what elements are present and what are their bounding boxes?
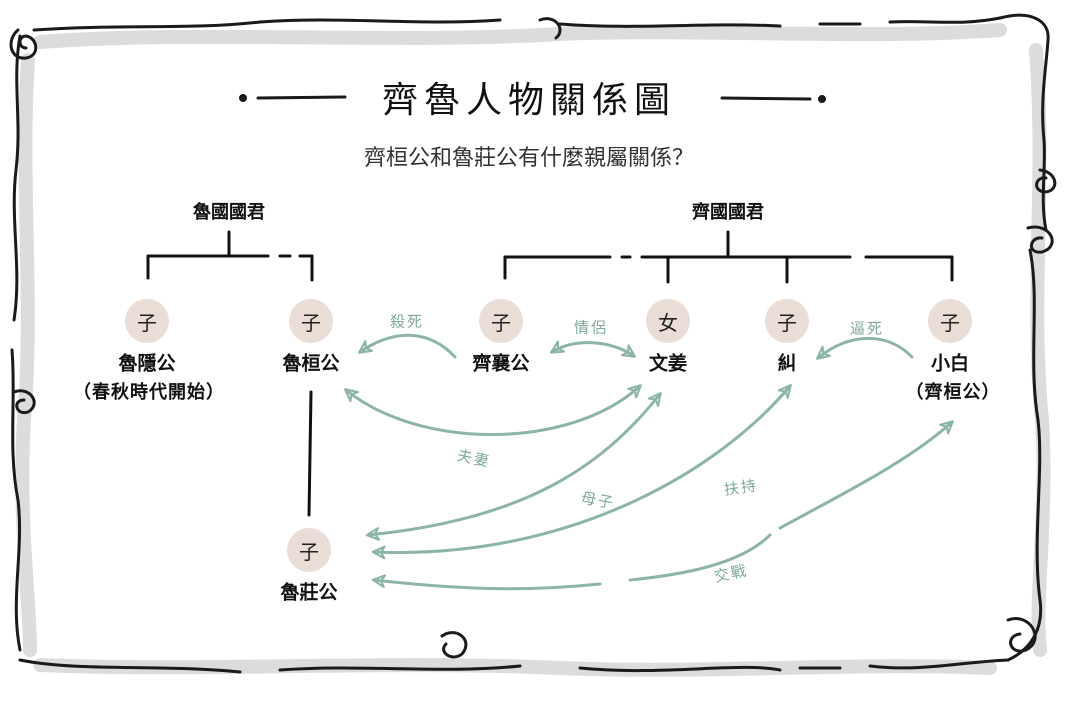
person-name-jiu: 糾: [777, 352, 797, 375]
arrow-mother-son: [365, 392, 662, 541]
arrow-spouse: [344, 384, 642, 436]
title-rules: [239, 94, 826, 103]
person-sub-yin: （春秋時代開始）: [73, 382, 225, 403]
relation-label-lovers: 情侶: [573, 318, 609, 337]
ruler-qi: 齊國國君: [692, 202, 764, 223]
badge-zhuang: 子: [287, 528, 331, 572]
ruler-lu: 魯國國君: [193, 202, 265, 223]
badge-jiu: 子: [765, 299, 809, 343]
relationship-arrows: [344, 333, 954, 589]
badge-xiaobai: 子: [928, 299, 972, 343]
person-name-huan: 魯桓公: [282, 352, 340, 375]
page-subtitle: 齊桓公和魯莊公有什麼親屬關係？: [363, 146, 695, 171]
person-name-xiaobai: 小白: [930, 352, 970, 375]
arrow-support: [371, 384, 792, 560]
badge-yin: 子: [125, 299, 169, 343]
person-name-wenjiang: 文姜: [648, 352, 688, 375]
badge-xiang: 子: [479, 299, 523, 343]
relation-label-kill: 殺死: [389, 312, 425, 331]
arrow-force-death: [816, 336, 914, 360]
arrow-kill: [357, 333, 457, 359]
arrow-lovers: [549, 340, 637, 358]
arrow-war-end: [778, 420, 954, 530]
family-connectors: [146, 230, 954, 517]
relation-label-force-death: 逼死: [849, 319, 885, 338]
person-name-zhuang: 魯莊公: [280, 581, 338, 604]
scroll-border: [9, 13, 1057, 674]
badge-huan: 子: [289, 299, 333, 343]
page-title: 齊魯人物關係圖: [381, 80, 677, 121]
arrow-war: [374, 533, 772, 589]
person-name-xiang: 齊襄公: [472, 352, 530, 375]
person-name-yin: 魯隱公: [118, 352, 176, 375]
badge-wenjiang: 女: [646, 299, 690, 343]
person-sub-xiaobai: （齊桓公）: [905, 382, 1001, 403]
